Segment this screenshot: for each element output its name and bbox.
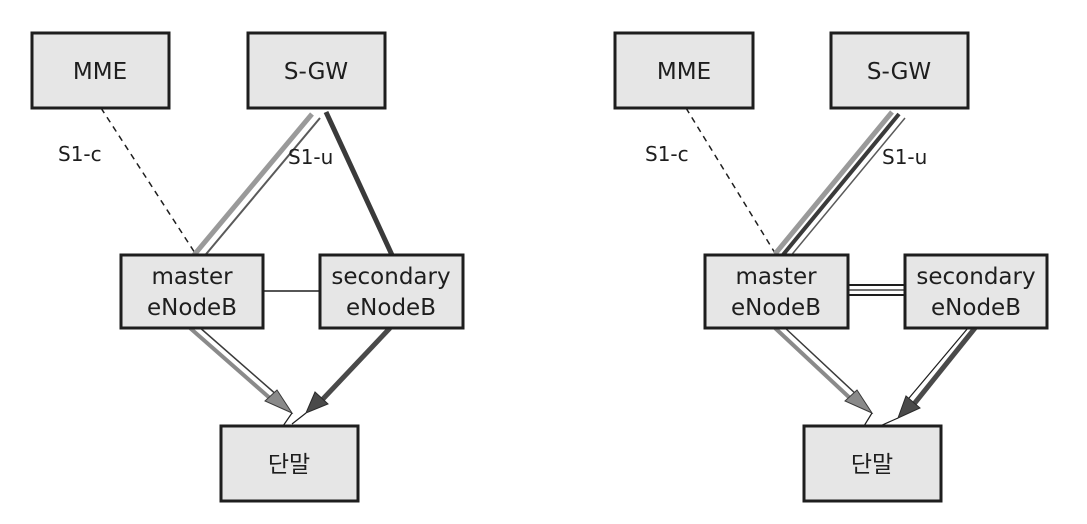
master-to-ue-arrow-left xyxy=(188,325,294,427)
s1c-label-left: S1-c xyxy=(58,142,102,166)
mme-label-left: MME xyxy=(73,59,127,85)
ue-label-right: 단말 xyxy=(851,452,893,478)
master-enodeb-node-left: master eNodeB xyxy=(119,253,265,330)
master-to-ue-arrow-right xyxy=(773,325,874,427)
s1c-label-right: S1-c xyxy=(645,142,689,166)
secondary-label-line2-right: eNodeB xyxy=(931,295,1021,321)
master-label-line2-right: eNodeB xyxy=(731,295,821,321)
sgw-label-right: S-GW xyxy=(867,59,931,85)
s1c-link-right xyxy=(685,107,776,254)
mme-node-left: MME xyxy=(30,31,171,110)
mme-label-right: MME xyxy=(657,59,711,85)
s1u-path-master-left xyxy=(192,112,321,260)
secondary-to-ue-arrow-right xyxy=(879,326,977,427)
master-label-line2-left: eNodeB xyxy=(147,295,237,321)
sgw-label-left: S-GW xyxy=(284,59,348,85)
diagram-left: S1-c S1-u MME S-GW master eNodeB seconda… xyxy=(30,31,465,503)
secondary-enodeb-node-right: secondary eNodeB xyxy=(903,253,1049,330)
ue-node-left: 단말 xyxy=(219,424,360,503)
s1u-path-secondary-left xyxy=(323,110,395,257)
ue-label-left: 단말 xyxy=(268,452,310,478)
ue-node-right: 단말 xyxy=(802,424,943,503)
x2-link-right xyxy=(848,284,905,296)
secondary-label-line1-left: secondary xyxy=(331,264,450,290)
master-label-line1-left: master xyxy=(151,264,233,290)
secondary-label-line1-right: secondary xyxy=(916,264,1035,290)
sgw-node-right: S-GW xyxy=(829,31,970,110)
master-enodeb-node-right: master eNodeB xyxy=(703,253,850,330)
s1u-path-master-right xyxy=(773,110,906,259)
secondary-enodeb-node-left: secondary eNodeB xyxy=(318,253,465,330)
master-label-line1-right: master xyxy=(735,264,817,290)
mme-node-right: MME xyxy=(613,31,755,110)
sgw-node-left: S-GW xyxy=(246,31,387,110)
secondary-to-ue-arrow-left xyxy=(291,326,392,425)
diagram-right: S1-c S1-u MME S-GW master eNodeB seconda… xyxy=(613,31,1049,503)
s1u-label-left: S1-u xyxy=(288,145,333,169)
s1c-link-left xyxy=(100,107,196,254)
secondary-label-line2-left: eNodeB xyxy=(346,295,436,321)
s1u-label-right: S1-u xyxy=(882,145,927,169)
